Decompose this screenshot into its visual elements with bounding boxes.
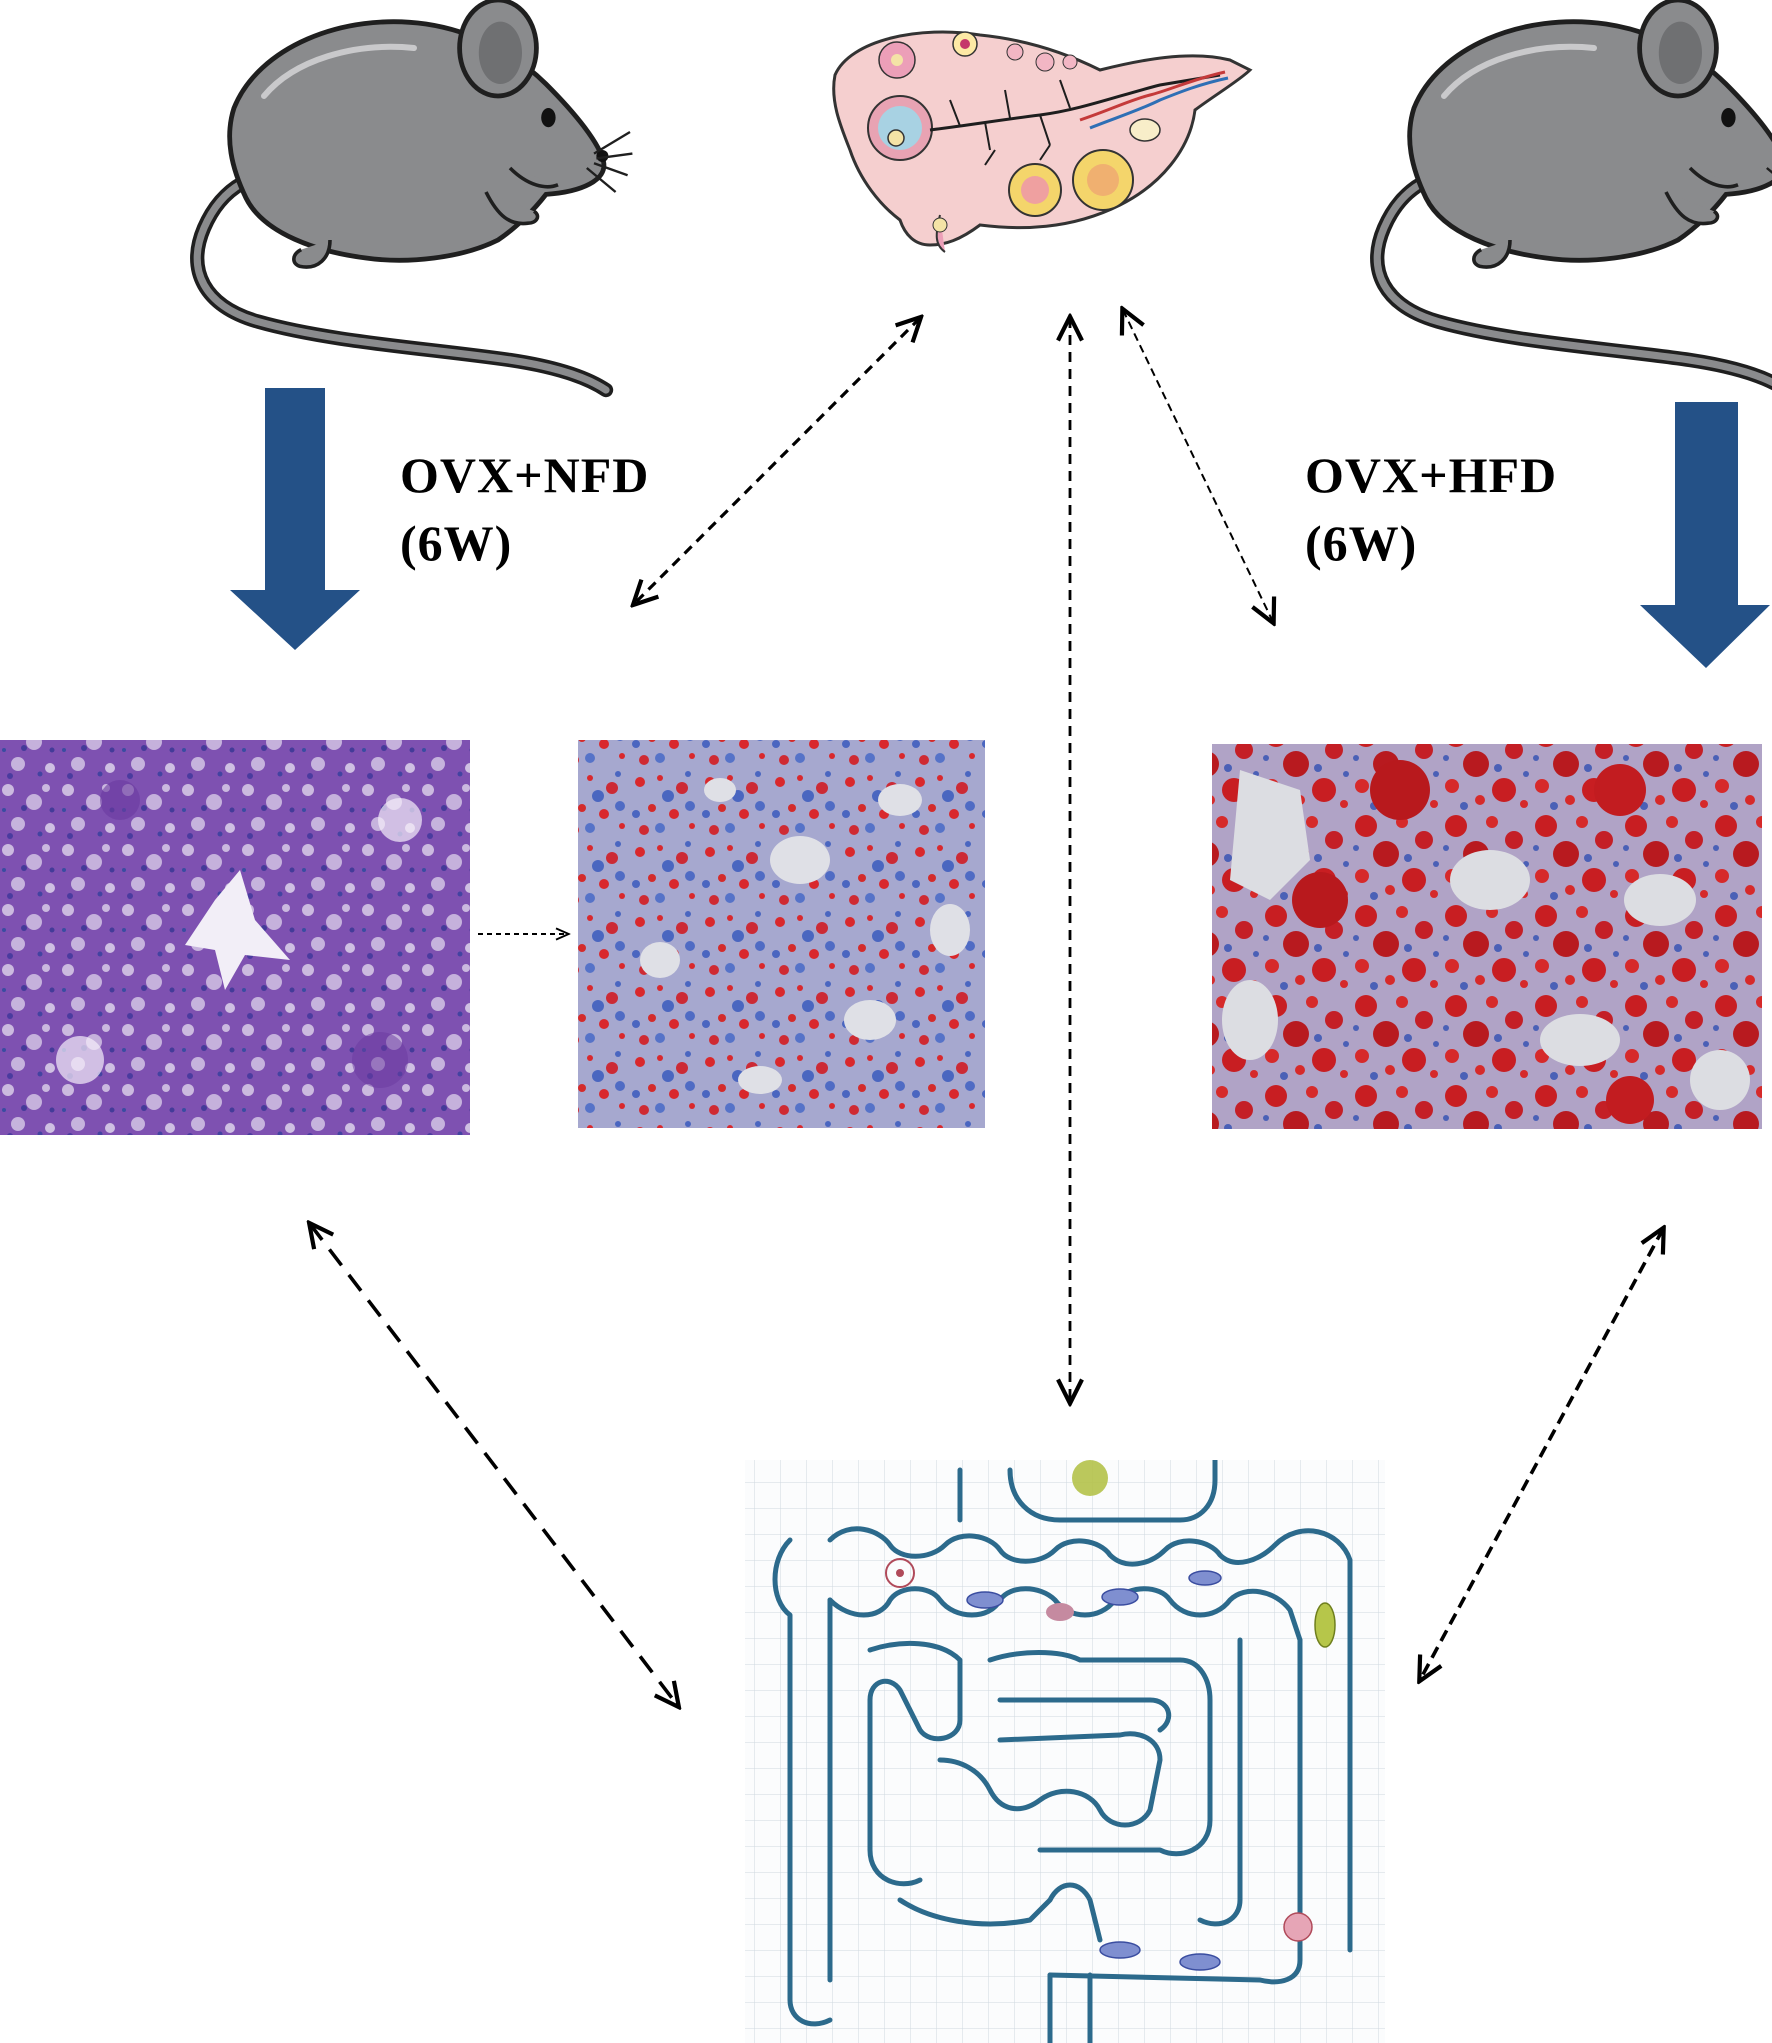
right-treatment-label: OVX+HFD xyxy=(1305,447,1557,503)
liver-oil-red-nfd-image xyxy=(578,740,985,1128)
left-treatment-label: OVX+NFD xyxy=(400,447,649,503)
right-mouse-icon xyxy=(1377,0,1772,390)
left-down-arrow-icon xyxy=(230,388,360,650)
ovary-to-nfd-arrow xyxy=(634,318,920,604)
hfd-to-gut-arrow xyxy=(1420,1229,1663,1680)
ovary-icon xyxy=(832,30,1253,253)
intestine-icon xyxy=(745,1460,1385,2043)
liver-oil-red-hfd-image xyxy=(1212,744,1762,1129)
left-duration-label: (6W) xyxy=(400,515,512,571)
liver-he-stain-image xyxy=(0,740,470,1135)
he-to-gut-arrow xyxy=(310,1224,678,1706)
ovary-to-hfd-arrow xyxy=(1123,310,1273,622)
right-duration-label: (6W) xyxy=(1305,515,1417,571)
left-mouse-icon xyxy=(197,0,632,390)
connector-arrows xyxy=(310,310,1663,1706)
right-down-arrow-icon xyxy=(1640,402,1770,668)
